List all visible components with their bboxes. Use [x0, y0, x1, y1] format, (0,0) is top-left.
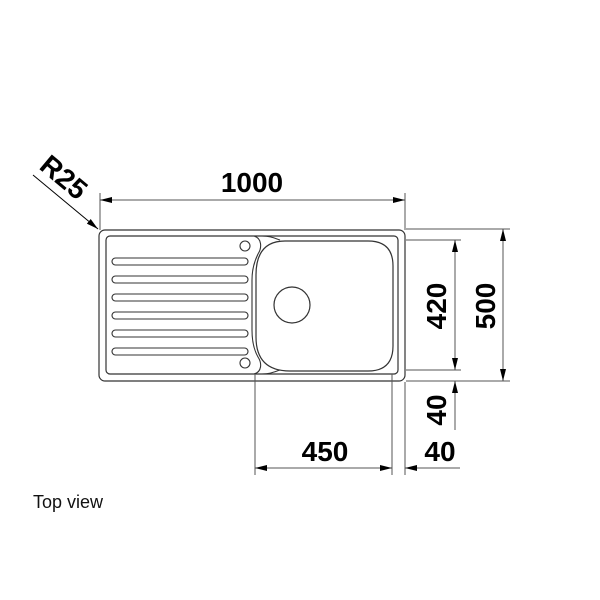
sink-inner-edge [105, 235, 399, 375]
radius-label: R25 [34, 149, 93, 206]
dimension-lines [32, 174, 510, 475]
bowl-offset-vertical-label: 40 [421, 394, 452, 425]
tap-hole-bottom [239, 357, 251, 369]
overall-width-label: 1000 [221, 167, 283, 198]
groove [111, 293, 249, 302]
bowl [255, 240, 394, 372]
bowl-width-label: 450 [302, 436, 349, 467]
tap-holes [239, 240, 251, 369]
tap-hole-top [239, 240, 251, 252]
sink-outer-edge [98, 229, 406, 382]
sink-body [98, 229, 406, 382]
groove [111, 311, 249, 320]
bowl-rim [251, 235, 281, 375]
groove [111, 275, 249, 284]
bowl-offset-horizontal-label: 40 [424, 436, 455, 467]
overall-depth-label: 500 [470, 283, 501, 330]
groove [111, 347, 249, 356]
view-caption: Top view [33, 492, 104, 512]
drainer-grooves [111, 257, 249, 356]
bowl-height-label: 420 [421, 283, 452, 330]
groove [111, 257, 249, 266]
waste-outlet [273, 286, 311, 324]
groove [111, 329, 249, 338]
